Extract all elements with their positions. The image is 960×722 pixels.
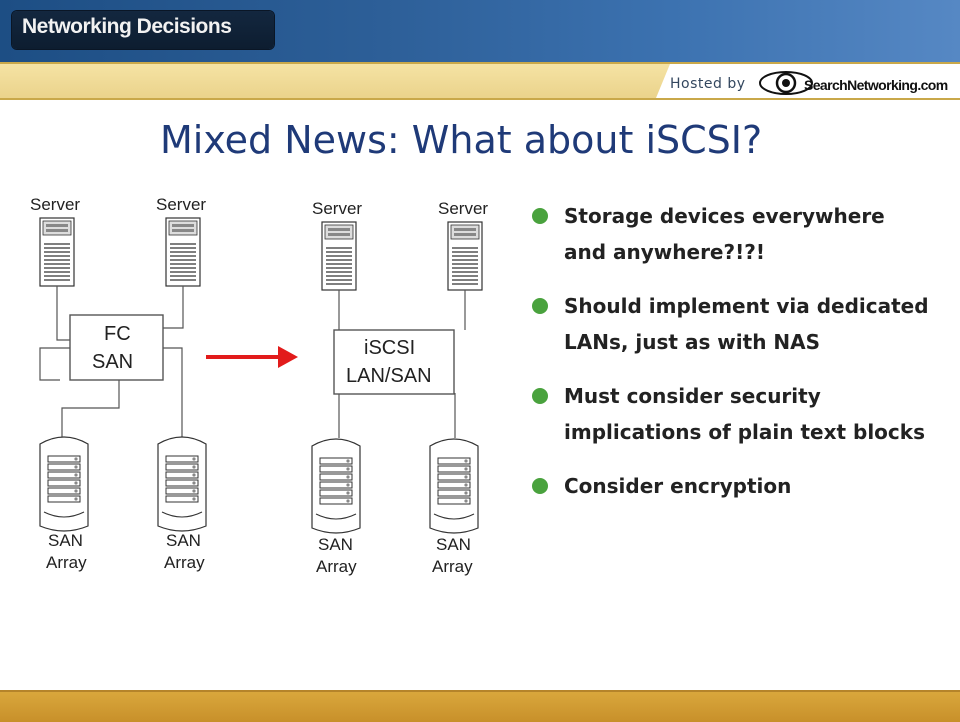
brand-logo-box	[12, 11, 274, 49]
header-divider	[0, 98, 960, 100]
san-diagram: Server Server FC SAN SAN Array SAN Array…	[30, 195, 488, 576]
hosted-by-label: Hosted by	[670, 76, 746, 92]
right-server-label-1: Server	[312, 199, 362, 218]
arrow-right-icon	[206, 346, 298, 368]
bullet-icon	[532, 208, 548, 224]
iscsi-label-line1: iSCSI	[364, 337, 415, 359]
bullet-text: Should implement via dedicated LANs, jus…	[564, 294, 929, 354]
left-server-label-1: Server	[30, 195, 80, 214]
right-array-label-1b: Array	[316, 557, 357, 576]
right-array-label-2a: SAN	[436, 535, 471, 554]
left-array-label-1a: SAN	[48, 531, 83, 550]
left-array-label-1b: Array	[46, 553, 87, 572]
left-server-label-2: Server	[156, 195, 206, 214]
fc-san-label-line1: FC	[104, 323, 131, 345]
bullet-icon	[532, 388, 548, 404]
eye-icon	[759, 71, 813, 95]
bullet-icon	[532, 478, 548, 494]
brand-title: Networking Decisions	[22, 15, 232, 38]
bullet-item: Storage devices everywhere and anywhere?…	[530, 198, 930, 270]
right-array-label-1a: SAN	[318, 535, 353, 554]
bullet-list: Storage devices everywhere and anywhere?…	[530, 198, 930, 522]
bullet-item: Consider encryption	[530, 468, 930, 504]
right-server-label-2: Server	[438, 199, 488, 218]
fc-san-box	[69, 314, 164, 381]
left-server-1	[39, 217, 75, 287]
bullet-text: Must consider security implications of p…	[564, 384, 925, 444]
right-server-2	[447, 221, 483, 291]
bullet-item: Should implement via dedicated LANs, jus…	[530, 288, 930, 360]
bullet-icon	[532, 298, 548, 314]
right-san-array-2	[429, 438, 479, 534]
fc-san-label-line2: SAN	[92, 351, 133, 373]
iscsi-label-line2: LAN/SAN	[346, 365, 432, 387]
right-server-1	[321, 221, 357, 291]
iscsi-lan-san-box	[333, 329, 455, 395]
slide-title: Mixed News: What about iSCSI?	[160, 118, 763, 162]
bullet-text: Consider encryption	[564, 474, 792, 498]
right-array-label-2b: Array	[432, 557, 473, 576]
footer-band	[0, 690, 960, 722]
left-array-label-2a: SAN	[166, 531, 201, 550]
sponsor-tab	[656, 64, 960, 98]
left-array-label-2b: Array	[164, 553, 205, 572]
sponsor-logo-text: SearchNetworking.com	[804, 77, 948, 93]
left-san-array-2	[157, 436, 207, 532]
left-san-array-1	[39, 436, 89, 532]
right-san-array-1	[311, 438, 361, 534]
bullet-text: Storage devices everywhere and anywhere?…	[564, 204, 885, 264]
left-server-2	[165, 217, 201, 287]
bullet-item: Must consider security implications of p…	[530, 378, 930, 450]
